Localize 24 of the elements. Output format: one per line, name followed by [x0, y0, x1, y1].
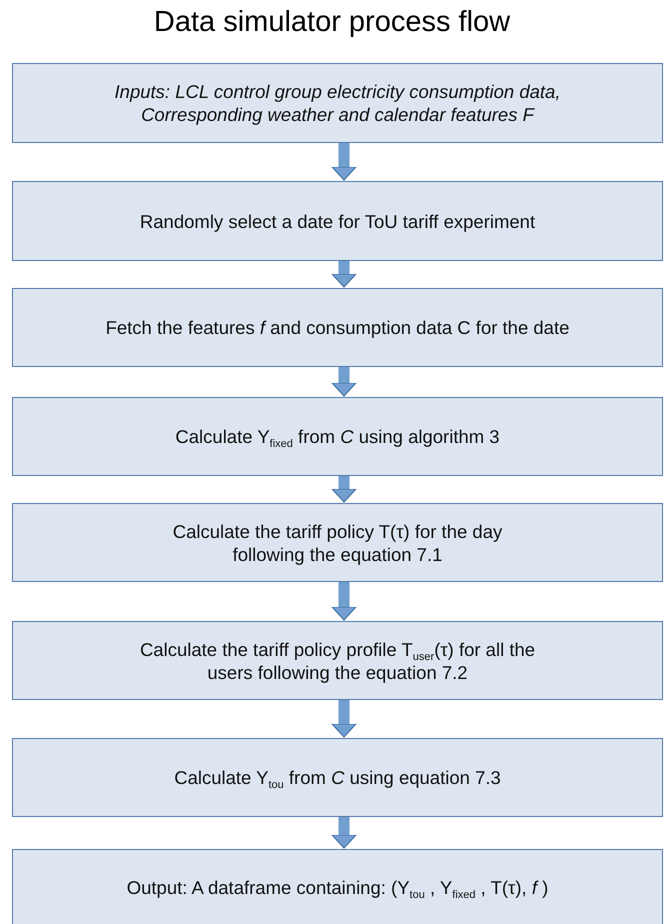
- step-text: Randomly select a date for ToU tariff experiment: [140, 210, 536, 232]
- process-box: [12, 63, 663, 143]
- process-box: [12, 621, 663, 700]
- arrow: [332, 143, 356, 180]
- step-text: Output: A dataframe containing: (Y$_{tou}$ , Y$_{fixed}$ , T(τ), f ): [126, 876, 548, 898]
- step-text: Calculate the tariff policy T(τ) for the day following the equation 7.1: [172, 520, 504, 566]
- process-box: [12, 288, 663, 367]
- arrow: [332, 582, 356, 620]
- arrow: [332, 261, 356, 288]
- arrow: [332, 367, 356, 396]
- process-box: [12, 738, 663, 817]
- arrow: [332, 817, 356, 848]
- process-box: [12, 397, 663, 476]
- arrow: [332, 476, 356, 502]
- step-text: Calculate Y$_{fixed}$ from C using algorithm 3: [175, 425, 500, 448]
- title: Data simulator process flow: [152, 6, 512, 39]
- process-box: [12, 503, 663, 582]
- step-text: Calculate Y$_{tou}$ from C using equation 7.3: [174, 766, 501, 789]
- process-box: [12, 181, 663, 261]
- arrow: [332, 700, 356, 738]
- step-text: Inputs: LCL control group electricity consumption data, Corresponding weather and calendar features F: [114, 80, 562, 126]
- step-text: Fetch the features f and consumption data C for the date: [106, 316, 570, 339]
- process-box: [12, 849, 663, 924]
- step-text: Calculate the tariff policy profile T$_{user}$(τ) for all the users following the equation 7.2: [138, 638, 536, 684]
